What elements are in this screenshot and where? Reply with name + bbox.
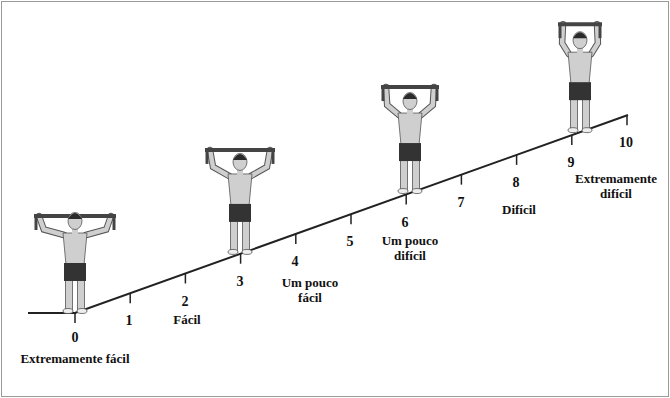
head bbox=[233, 153, 247, 170]
shoe bbox=[568, 128, 578, 133]
band-end bbox=[113, 216, 116, 230]
hair bbox=[233, 154, 247, 160]
shorts bbox=[64, 263, 86, 281]
band-end bbox=[382, 87, 385, 101]
shoe bbox=[412, 189, 422, 194]
scale-descriptor: Extremamente fácil bbox=[20, 352, 130, 367]
scale-descriptor: Fácil bbox=[173, 313, 200, 328]
scale-number: 5 bbox=[347, 234, 354, 250]
exercise-band bbox=[205, 148, 275, 152]
person-figure bbox=[381, 87, 439, 194]
scale-number: 7 bbox=[458, 195, 465, 211]
band-end bbox=[599, 24, 602, 38]
band-end bbox=[35, 216, 38, 230]
tick-mark bbox=[74, 313, 76, 323]
arm bbox=[39, 216, 64, 235]
tick-mark bbox=[571, 135, 573, 145]
shorts bbox=[569, 82, 591, 100]
leg bbox=[231, 220, 238, 252]
scale-number: 6 bbox=[402, 215, 409, 231]
tick-mark bbox=[405, 194, 407, 204]
scale-number: 4 bbox=[292, 254, 299, 270]
person-figure bbox=[34, 213, 116, 314]
band-end bbox=[272, 150, 275, 164]
hair bbox=[403, 93, 417, 99]
tick-mark bbox=[240, 254, 242, 264]
scale-descriptor: Um pouco difícil bbox=[370, 234, 450, 264]
exercise-band bbox=[558, 22, 602, 26]
exercise-band bbox=[381, 85, 439, 89]
ramp-line bbox=[28, 115, 628, 313]
person-figure bbox=[205, 150, 275, 255]
exercise-figures bbox=[34, 24, 602, 313]
shoe bbox=[77, 309, 87, 314]
head bbox=[573, 32, 587, 49]
shorts bbox=[229, 204, 251, 222]
scale-number: 1 bbox=[126, 313, 133, 329]
leg bbox=[583, 98, 590, 130]
scale-number: 0 bbox=[72, 330, 79, 346]
exercise-band bbox=[34, 214, 116, 218]
torso bbox=[568, 52, 592, 84]
hair bbox=[573, 32, 587, 38]
tick-mark bbox=[516, 155, 518, 165]
leg bbox=[243, 220, 250, 252]
scale-ramp bbox=[28, 115, 628, 323]
arm bbox=[86, 216, 111, 235]
leg bbox=[571, 98, 578, 130]
tick-mark bbox=[295, 234, 297, 244]
scale-number: 10 bbox=[619, 135, 633, 151]
torso bbox=[398, 113, 422, 145]
band-end bbox=[559, 24, 562, 38]
tick-mark bbox=[461, 175, 463, 185]
shoe bbox=[582, 128, 592, 133]
scale-number: 9 bbox=[568, 155, 575, 171]
scale-descriptor: Extremamente difícil bbox=[566, 172, 666, 202]
torso bbox=[228, 174, 252, 206]
tick-mark bbox=[626, 115, 628, 125]
arm bbox=[386, 87, 399, 115]
tick-mark bbox=[129, 293, 131, 303]
leg bbox=[78, 279, 85, 311]
head bbox=[68, 213, 82, 230]
arm bbox=[251, 150, 270, 176]
arm bbox=[421, 87, 434, 115]
leg bbox=[413, 159, 420, 191]
leg bbox=[401, 159, 408, 191]
shorts bbox=[399, 143, 421, 161]
arm bbox=[386, 87, 399, 115]
hair bbox=[68, 213, 82, 219]
tick-mark bbox=[350, 214, 352, 224]
scale-descriptor: Um pouco fácil bbox=[270, 276, 350, 306]
band-end bbox=[436, 87, 439, 101]
scale-number: 8 bbox=[513, 175, 520, 191]
shoe bbox=[63, 309, 73, 314]
torso bbox=[63, 233, 87, 265]
shoe bbox=[228, 249, 238, 254]
arm bbox=[591, 24, 598, 54]
scale-number: 2 bbox=[182, 294, 189, 310]
shoe bbox=[242, 249, 252, 254]
arm bbox=[210, 150, 229, 176]
shoe bbox=[398, 189, 408, 194]
scale-descriptor: Difícil bbox=[502, 203, 536, 218]
arm bbox=[251, 150, 270, 176]
leg bbox=[66, 279, 73, 311]
scale-number: 3 bbox=[237, 274, 244, 290]
tick-mark bbox=[185, 273, 187, 283]
arm bbox=[421, 87, 434, 115]
arm bbox=[591, 24, 598, 54]
person-figure bbox=[558, 24, 602, 133]
arm bbox=[86, 216, 111, 235]
band-end bbox=[206, 150, 209, 164]
arm bbox=[562, 24, 569, 54]
arm bbox=[562, 24, 569, 54]
arm bbox=[210, 150, 229, 176]
arm bbox=[39, 216, 64, 235]
head bbox=[403, 93, 417, 110]
